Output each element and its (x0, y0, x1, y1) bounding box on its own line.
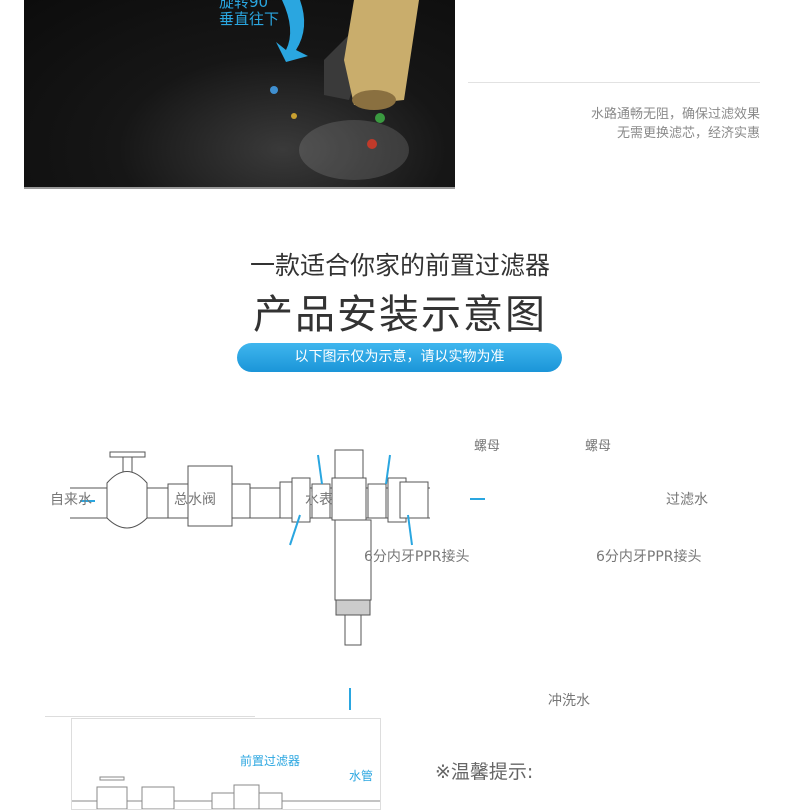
filter-head (334, 449, 364, 481)
label-inlet: 自来水 (50, 492, 92, 508)
rotate-text-2: 垂直往下 (219, 10, 280, 28)
label-pipe: 水管 (349, 769, 374, 783)
nut-right (367, 483, 387, 519)
notice-badge: 以下图示仅为示意，请以实物为准 (237, 343, 562, 372)
valve-handle (109, 451, 146, 458)
main-valve (106, 471, 148, 529)
filter-body (334, 519, 372, 601)
label-nut-right: 螺母 (585, 439, 612, 454)
valve-illustration (270, 0, 419, 180)
label-filter: 前置过滤器 (240, 754, 301, 768)
divider (45, 716, 255, 717)
installation-diagram (70, 449, 750, 710)
divider (468, 82, 760, 83)
rotate-text-1: 旋转90 (219, 0, 269, 11)
feature-2: 无需更换滤芯，经济实惠 (616, 126, 760, 141)
water-meter (187, 465, 233, 527)
label-connector-left: 6分内牙PPR接头 (364, 549, 470, 565)
product-photo: 旋转90 垂直往下 (24, 0, 455, 189)
feature-1: 水路通畅无阻，确保过滤效果 (590, 107, 760, 122)
arrow-icon (276, 0, 308, 62)
label-flush: 冲洗水 (548, 693, 590, 709)
page-title: 产品安装示意图 (253, 292, 547, 338)
label-meter: 水表 (305, 492, 333, 508)
heading-subtitle: 一款适合你家的前置过滤器 (249, 251, 550, 280)
mini-diagram: 前置过滤器 水管 (71, 718, 381, 810)
label-outlet: 过滤水 (666, 492, 708, 508)
label-nut-left: 螺母 (474, 439, 501, 454)
label-connector-right: 6分内牙PPR接头 (596, 549, 702, 565)
tip-heading: ※温馨提示: (435, 761, 534, 783)
label-main-valve: 总水阀 (174, 492, 216, 508)
